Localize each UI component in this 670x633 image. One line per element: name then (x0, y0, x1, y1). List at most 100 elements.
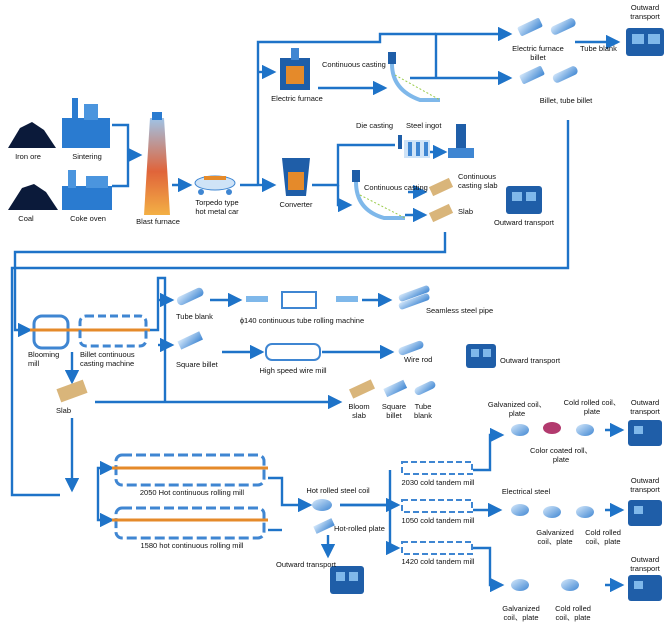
label-seamless-pipe: Seamless steel pipe (426, 306, 494, 315)
label-cold-rolled-3: Cold rolled coil、plate (555, 604, 591, 622)
label-galvanized-2: Galvanized coil、plate (536, 528, 574, 546)
label-cold-rolled-1: Cold rolled coil、 plate (563, 398, 621, 416)
continuous-casting-top-icon (388, 52, 441, 102)
flow-1420-out (473, 546, 505, 593)
flow-to-electric (256, 40, 305, 185)
mill-2050-icon (112, 453, 268, 487)
label-coke-oven: Coke oven (70, 214, 106, 223)
die-casting-icon (398, 135, 430, 158)
label-outward-bottom: Outward transport (275, 560, 337, 569)
tandem-2030-icon (401, 461, 473, 475)
slab-mid-icon (56, 379, 88, 403)
label-tube-rolling: ϕ140 continuous tube rolling machine (239, 316, 365, 325)
label-outward-transport-top: Outward transport (630, 3, 660, 21)
cold-rolled-2-icon (576, 506, 594, 518)
label-galvanized-1: Galvanized coil、 plate (487, 400, 547, 418)
tandem-1420-icon (401, 541, 473, 555)
galvanized-2-icon (543, 506, 561, 518)
blast-furnace-icon (144, 112, 170, 215)
label-blast-furnace: Blast furnace (136, 217, 180, 226)
label-square-billet-b: Square billet (381, 402, 407, 420)
label-sintering: Sintering (72, 152, 102, 161)
outward-transport-wire-icon (466, 344, 496, 368)
iron-ore-icon (8, 122, 56, 148)
torpedo-car-icon (194, 175, 236, 195)
outward-transport-mid-icon (506, 186, 542, 214)
label-outward-r2: Outward transport (630, 476, 660, 494)
label-tube-blank-top: Tube blank (580, 44, 617, 53)
galvanized-1-icon (511, 424, 529, 436)
label-electrical-steel: Electrical steel (501, 487, 551, 496)
sintering-icon (62, 98, 110, 148)
label-continuous-casting-top: Continuous casting (322, 60, 386, 69)
tube-blank-b-icon (414, 381, 436, 395)
wire-mill-icon (265, 343, 321, 361)
color-coated-icon (543, 422, 561, 434)
billet-top-icon (519, 66, 578, 84)
flow-hot-split (96, 460, 115, 495)
tandem-1050-icon (401, 499, 473, 513)
flow-billet-out (148, 276, 167, 402)
flow-top-to-tubeblank (305, 32, 436, 44)
label-tandem-2030: 2030 cold tandem mill (401, 478, 475, 487)
tube-blank-mid-icon (176, 287, 204, 306)
label-outward-transport-wire: Outward transport (500, 356, 561, 365)
label-coal: Coal (18, 214, 34, 223)
mill-1580-icon (112, 506, 268, 540)
label-tube-blank-mid: Tube blank (176, 312, 213, 321)
label-bloom-slab: Bloom slab (348, 402, 370, 420)
flow-ingot-to-loop (13, 232, 447, 338)
label-blooming-mill: Blooming mill (28, 350, 60, 368)
outward-r2-icon (628, 500, 662, 526)
label-die-casting: Die casting (356, 121, 394, 130)
flow-top-branch (434, 26, 513, 78)
label-slab-mid: Slab (56, 406, 72, 415)
flow-sinter-to-blast (112, 123, 130, 188)
converter-icon (282, 158, 310, 196)
label-continuous-casting-mid: Continuous casting (364, 183, 428, 192)
seamless-pipe-icon (398, 285, 430, 310)
label-galvanized-3: Galvanized coil、plate (502, 604, 540, 622)
label-slab-top: Slab (458, 207, 474, 216)
label-billet-continuous: Billet continuous casting machine (80, 350, 135, 368)
square-billet-b-icon (383, 379, 408, 398)
outward-transport-bottom-icon (330, 566, 364, 594)
flow-converter-cc (336, 185, 353, 213)
coal-icon (8, 184, 58, 210)
label-hot-rolled-plate: Hot-rolled plate (334, 524, 385, 533)
label-color-coated: Color coated roll、 plate (529, 446, 593, 464)
label-square-billet: Square billet (176, 360, 218, 369)
electric-furnace-icon (280, 48, 310, 90)
galvanized-3-icon (511, 579, 529, 591)
outward-r3-icon (628, 575, 662, 601)
blooming-mill-icon (30, 314, 150, 350)
tube-rolling-machine-icon (246, 291, 358, 309)
label-wire-mill: High speed wire mill (259, 366, 327, 375)
label-tandem-1050: 1050 cold tandem mill (401, 516, 475, 525)
label-billet-tube-billet: Billet, tube billet (539, 96, 593, 105)
label-torpedo-car: Torpedo type hot metal car (195, 198, 239, 216)
label-iron-ore: Iron ore (15, 152, 41, 161)
tube-blank-top-icon (550, 18, 576, 35)
label-wire-rod: Wire rod (404, 355, 433, 364)
wire-rod-icon (398, 340, 424, 356)
bloom-slab-icon (349, 379, 375, 399)
electrical-steel-icon (511, 504, 529, 516)
flow-2030-up (473, 427, 505, 472)
steel-ingot-icon (448, 124, 474, 158)
flow-lines (10, 26, 625, 593)
label-outward-r3: Outward transport (630, 555, 660, 573)
label-electric-furnace-billet: Electric furnace billet (512, 44, 564, 62)
flow-coil-to-1420 (386, 505, 401, 556)
flow-hot-out (268, 476, 313, 513)
label-cold-rolled-2: Cold rolled coil、plate (585, 528, 621, 546)
continuous-casting-slab-icon (428, 177, 454, 197)
label-electric-furnace: Electric furnace (271, 94, 323, 103)
hot-rolled-coil-icon (312, 499, 332, 511)
label-mill-2050: 2050 Hot continuous rolling mill (139, 488, 245, 497)
outward-r1-icon (628, 420, 662, 446)
slab-top-icon (428, 203, 454, 223)
electric-furnace-billet-icon (517, 18, 543, 36)
